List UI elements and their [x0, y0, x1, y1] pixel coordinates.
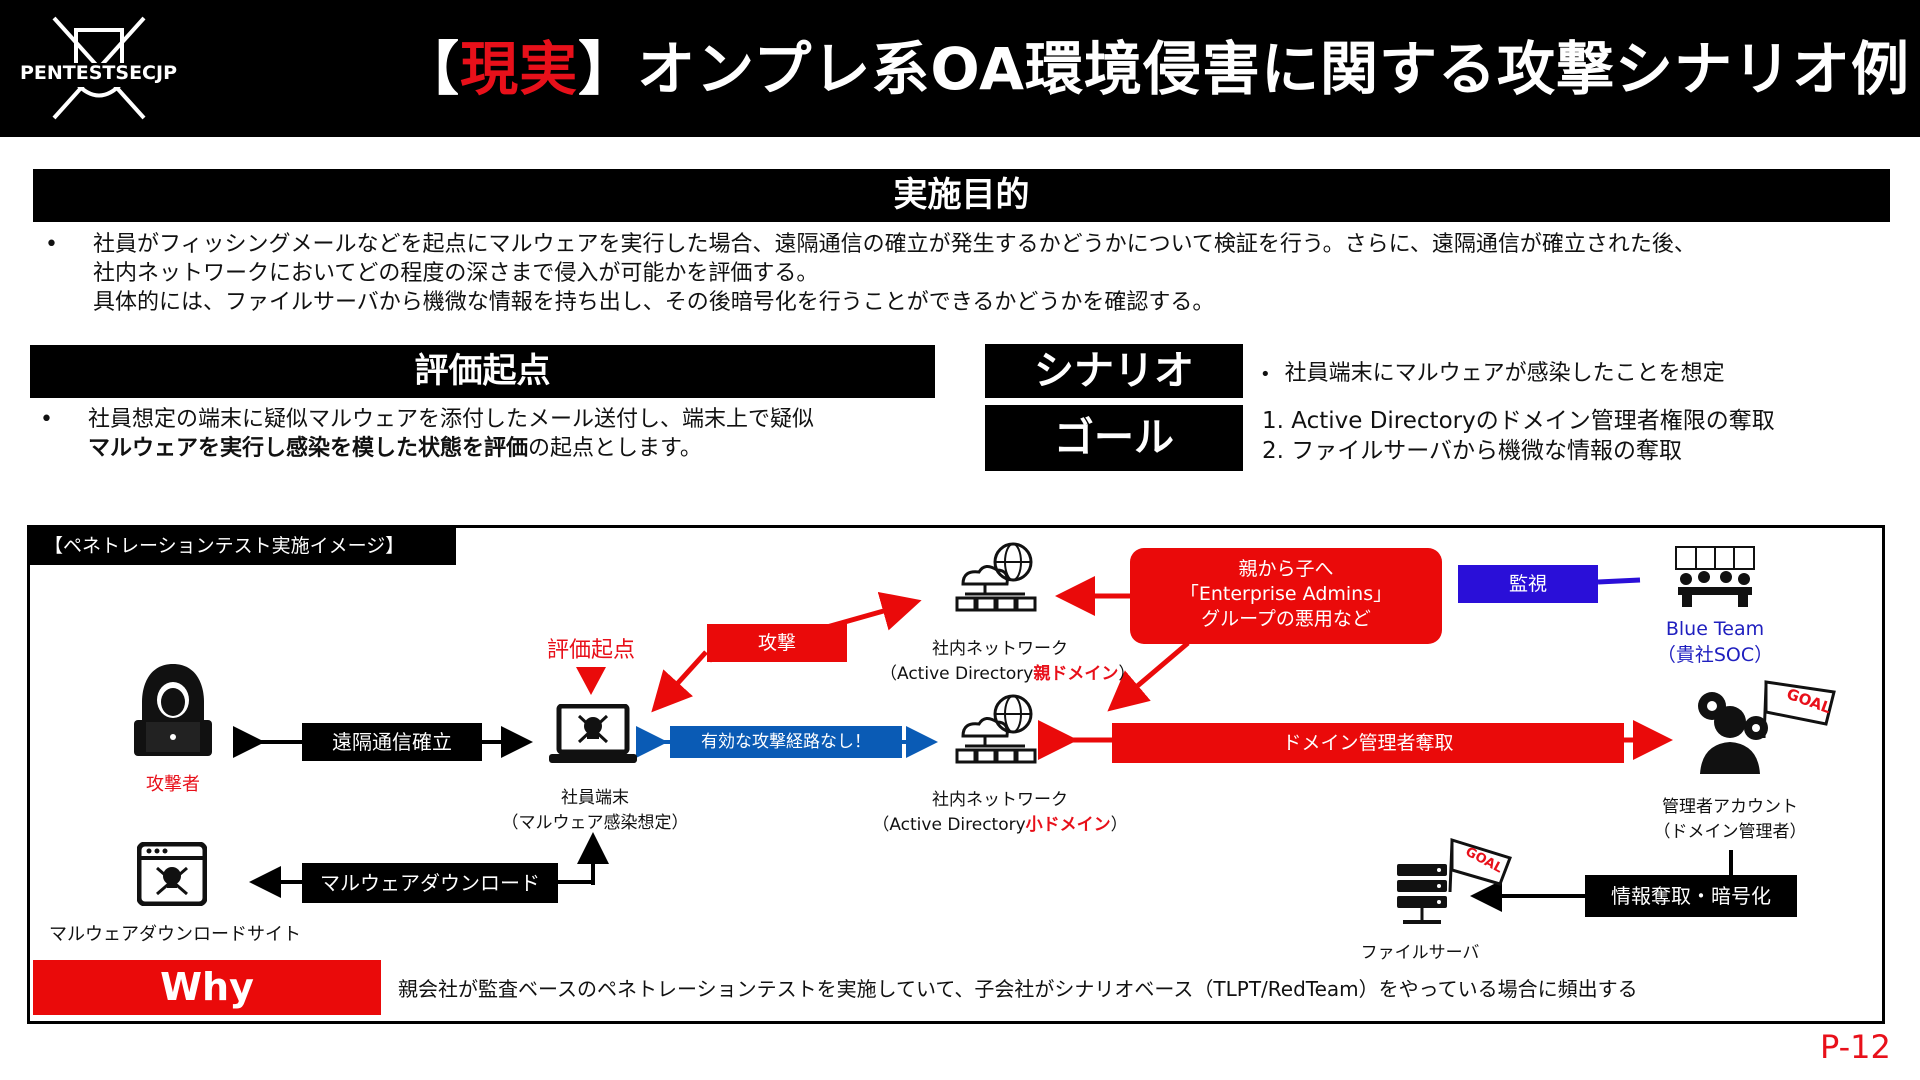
diagram-frame	[27, 525, 1885, 1024]
blue-team-label: Blue Team （貴社SOC）	[1656, 618, 1774, 666]
why-text: 親会社が監査ベースのペネトレーションテストを実施していて、子会社がシナリオベース…	[398, 977, 1638, 1001]
network-globe-icon	[955, 694, 1037, 764]
page-number: P-12	[1820, 1028, 1891, 1066]
admin-account-label: 管理者アカウント （ドメイン管理者）	[1653, 797, 1807, 842]
logo-text: PENTESTSECJP	[20, 62, 177, 84]
no-attack-path-label: 有効な攻撃経路なし！	[670, 726, 902, 758]
soc-team-icon	[1675, 546, 1755, 607]
goal-list: 1. Active Directoryのドメイン管理者権限の奪取 2. ファイル…	[1262, 406, 1775, 466]
infected-laptop-icon	[549, 704, 637, 763]
evaluation-heading: 評価起点	[30, 345, 935, 398]
goal-item: 1. Active Directoryのドメイン管理者権限の奪取	[1262, 408, 1775, 434]
evaluation-text: •社員想定の端末に疑似マルウェアを添付したメール送付し、端末上で疑似 マルウェア…	[40, 407, 815, 461]
file-server-icon	[1397, 864, 1447, 924]
malware-site-label: マルウェアダウンロードサイト	[49, 924, 301, 945]
enterprise-admins-callout: 親から子へ 「Enterprise Admins」 グループの悪用など	[1130, 548, 1442, 644]
scenario-heading: シナリオ	[985, 344, 1243, 398]
remote-comm-label: 遠隔通信確立	[302, 723, 482, 761]
page-title: 【現実】オンプレ系OA環境侵害に関する攻撃シナリオ例	[401, 35, 1910, 103]
header-bar	[0, 0, 1920, 137]
endpoint-label: 社員端末 （マルウェア感染想定）	[501, 788, 689, 833]
goal-heading: ゴール	[985, 405, 1243, 471]
why-heading: Why	[33, 960, 381, 1015]
exfil-encrypt-label: 情報奪取・暗号化	[1585, 875, 1797, 917]
goal-flag-icon	[1448, 837, 1512, 892]
monitor-label: 監視	[1458, 565, 1598, 603]
parent-network-label: 社内ネットワーク （Active Directory親ドメイン）	[880, 639, 1136, 684]
hooded-attacker-icon	[134, 664, 212, 756]
purpose-heading: 実施目的	[33, 169, 1890, 222]
goal-flag-icon	[1762, 680, 1836, 738]
file-server-label: ファイルサーバ	[1360, 943, 1480, 963]
purpose-text: •社員がフィッシングメールなどを起点にマルウェアを実行した場合、遠隔通信の確立が…	[45, 232, 1696, 315]
eval-start-label: 評価起点	[546, 638, 635, 663]
goal-item: 2. ファイルサーバから機微な情報の奪取	[1262, 438, 1683, 464]
admin-gear-icon	[1698, 692, 1768, 774]
malware-download-label: マルウェアダウンロード	[302, 863, 558, 903]
network-globe-icon	[955, 542, 1037, 612]
child-network-label: 社内ネットワーク （Active Directory小ドメイン）	[872, 790, 1128, 835]
diagram-tab-label: 【ペネトレーションテスト実施イメージ】	[30, 528, 456, 565]
scenario-text: •社員端末にマルウェアが感染したことを想定	[1260, 361, 1725, 386]
attack-label: 攻撃	[707, 624, 847, 662]
malware-site-icon	[137, 842, 207, 906]
attacker-label: 攻撃者	[146, 774, 200, 795]
domain-takeover-label: ドメイン管理者奪取	[1112, 723, 1624, 763]
company-logo: PENTESTSECJP	[14, 8, 184, 130]
